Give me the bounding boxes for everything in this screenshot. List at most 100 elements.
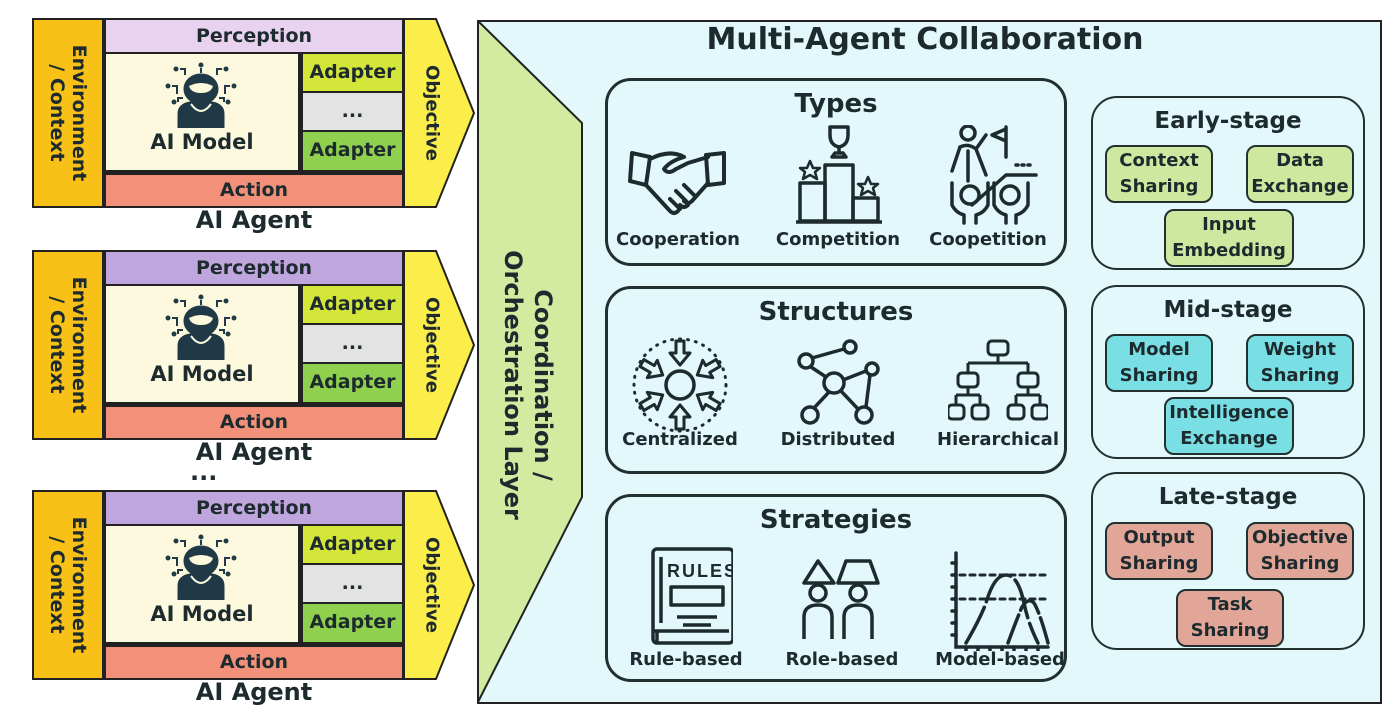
ai-model-label: AI Model xyxy=(150,602,254,626)
adapter-bottom: Adapter xyxy=(300,604,404,644)
robot-ai-icon xyxy=(165,534,237,600)
chip-line: Exchange xyxy=(1251,176,1349,197)
adapter-top: Adapter xyxy=(300,526,404,565)
environment-context-label: Environment/ Context xyxy=(46,276,90,414)
types-panel: Types Cooperation xyxy=(605,78,1067,266)
chip-line: Exchange xyxy=(1180,428,1278,449)
cooperation-label: Cooperation xyxy=(615,229,740,250)
centralized-label: Centralized xyxy=(622,429,738,450)
objective-arrow-shape xyxy=(403,18,476,208)
structure-hierarchical xyxy=(928,339,1068,431)
ai-model-block: AI Model xyxy=(104,526,300,644)
chip-line: Sharing xyxy=(1260,365,1340,386)
coopetition-label: Coopetition xyxy=(929,229,1047,250)
handshake-icon xyxy=(628,151,726,215)
chip-line: Embedding xyxy=(1172,240,1286,261)
centralized-arrows-icon xyxy=(632,337,728,433)
action-block: Action xyxy=(104,644,404,680)
objective-arrow-shape xyxy=(403,490,476,680)
svg-text:RULES: RULES xyxy=(667,561,733,581)
ai-agent: Environment/ Context Perception xyxy=(32,18,482,248)
chip-line: Sharing xyxy=(1119,553,1199,574)
objective-label: Objective xyxy=(421,537,443,633)
org-chart-icon xyxy=(948,339,1048,421)
structures-title: Structures xyxy=(758,297,914,327)
perception-block: Perception xyxy=(104,490,404,526)
adapter-top: Adapter xyxy=(300,54,404,93)
agents-ellipsis: ... xyxy=(190,458,218,486)
orchestration-layer-shape xyxy=(477,20,583,703)
chip-line: Sharing xyxy=(1260,553,1340,574)
type-competition xyxy=(768,125,908,250)
orchestration-layer-label: Coordination / Orchestration Layer xyxy=(498,250,558,520)
ai-agent-label: AI Agent xyxy=(195,678,313,706)
strategies-panel: Strategies RULES Rule-based Role-based xyxy=(605,494,1067,682)
adapter-top: Adapter xyxy=(300,286,404,325)
role-people-icon xyxy=(802,559,880,639)
network-nodes-icon xyxy=(797,339,880,425)
strategy-rule-based: RULES xyxy=(618,547,758,647)
environment-context-bar: Environment/ Context xyxy=(32,250,104,440)
action-block: Action xyxy=(104,172,404,208)
structure-distributed xyxy=(768,339,908,429)
chip-line: Weight xyxy=(1264,339,1336,360)
chip-line: Task xyxy=(1207,594,1253,615)
objective-arrow: Objective xyxy=(403,250,476,440)
chip-line: Model xyxy=(1128,339,1190,360)
adapter-ellipsis: ... xyxy=(300,565,404,604)
orchestration-line2: Orchestration Layer xyxy=(499,250,527,520)
ai-model-label: AI Model xyxy=(150,130,254,154)
objective-arrow-shape xyxy=(403,250,476,440)
adapter-bottom: Adapter xyxy=(300,132,404,172)
ai-model-block: AI Model xyxy=(104,286,300,404)
strategies-title: Strategies xyxy=(759,505,913,535)
strategy-model-based xyxy=(930,551,1070,651)
action-block: Action xyxy=(104,404,404,440)
environment-context-bar: Environment/ Context xyxy=(32,490,104,680)
chip-line: Input xyxy=(1202,214,1256,235)
mid-stage-title: Mid-stage xyxy=(1163,297,1293,323)
climbing-support-icon xyxy=(950,125,1038,225)
chip-line: Sharing xyxy=(1119,176,1199,197)
robot-ai-icon xyxy=(165,294,237,360)
structure-centralized xyxy=(610,335,750,435)
types-title: Types xyxy=(794,89,878,119)
adapter-bottom: Adapter xyxy=(300,364,404,404)
adapter-ellipsis: ... xyxy=(300,93,404,132)
ai-agent-label: AI Agent xyxy=(195,438,313,466)
chip-line: Sharing xyxy=(1119,365,1199,386)
collaboration-title: Multi-Agent Collaboration xyxy=(706,22,1144,57)
ai-agent-label: AI Agent xyxy=(195,206,313,234)
objective-label: Objective xyxy=(421,65,443,161)
chip-line: Intelligence xyxy=(1169,402,1289,423)
competition-label: Competition xyxy=(775,229,901,250)
ai-agent: Environment/ Context Perception xyxy=(32,250,482,480)
rule-based-label: Rule-based xyxy=(629,649,743,670)
orchestration-line1: Coordination / xyxy=(529,289,557,481)
ai-model-label: AI Model xyxy=(150,362,254,386)
hierarchical-label: Hierarchical xyxy=(937,429,1059,450)
model-based-label: Model-based xyxy=(935,649,1065,670)
distribution-curve-icon xyxy=(950,551,1050,651)
type-coopetition xyxy=(918,125,1058,250)
environment-context-bar: Environment/ Context xyxy=(32,18,104,208)
adapter-ellipsis: ... xyxy=(300,325,404,364)
ai-model-block: AI Model xyxy=(104,54,300,172)
objective-arrow: Objective xyxy=(403,490,476,680)
chip-line: Output xyxy=(1123,527,1195,548)
environment-context-label: Environment/ Context xyxy=(46,516,90,654)
perception-block: Perception xyxy=(104,250,404,286)
ai-agent: Environment/ Context Perception xyxy=(32,490,482,720)
type-cooperation xyxy=(608,131,748,256)
podium-trophy-icon xyxy=(796,125,882,224)
